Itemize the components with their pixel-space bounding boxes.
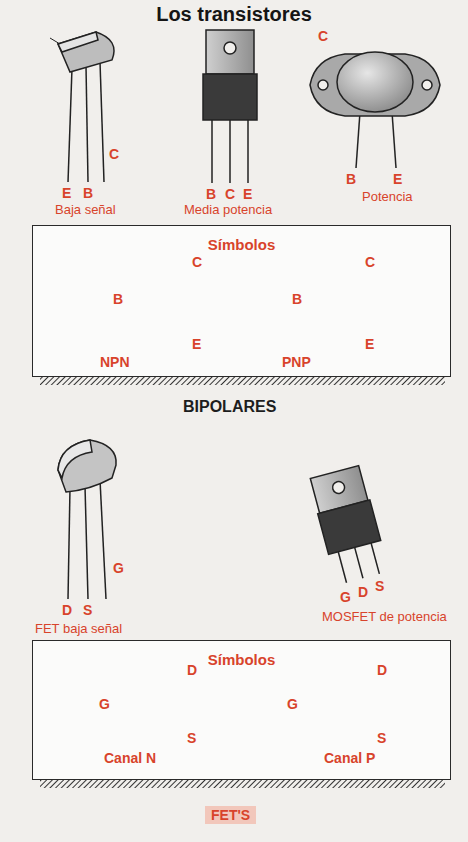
pin-label: G <box>287 696 298 712</box>
to92-transistor <box>50 32 114 182</box>
pin-label: D <box>358 584 368 600</box>
pin-label: E <box>192 336 201 352</box>
mosfet-to220 <box>308 465 389 585</box>
type-label: Canal P <box>324 750 375 766</box>
pin-label: G <box>99 696 110 712</box>
pin-label: E <box>365 336 374 352</box>
fet-to92 <box>58 440 116 599</box>
pin-label: B <box>113 291 123 307</box>
pin-label: C <box>318 28 328 44</box>
package-caption: MOSFET de potencia <box>322 610 447 625</box>
pin-label: S <box>83 602 92 618</box>
page-title: Los transistores <box>0 3 468 26</box>
type-label: Canal N <box>104 750 156 766</box>
pin-label: B <box>346 171 356 187</box>
type-label: NPN <box>100 354 130 370</box>
pin-label: B <box>83 185 93 201</box>
package-caption: Potencia <box>362 190 413 205</box>
pin-label: S <box>377 730 386 746</box>
package-caption: FET baja señal <box>35 622 122 637</box>
pin-label: C <box>225 186 235 202</box>
pin-label: E <box>243 186 252 202</box>
pin-label: C <box>365 254 375 270</box>
package-caption: Baja señal <box>55 203 116 218</box>
pin-label: D <box>377 662 387 678</box>
package-caption: Media potencia <box>184 203 272 218</box>
pin-label: D <box>62 602 72 618</box>
pin-label: C <box>192 254 202 270</box>
section-label: FET'S <box>205 806 256 824</box>
to220-transistor <box>203 30 257 183</box>
pin-label: E <box>393 171 402 187</box>
symbols-box: Símbolos <box>32 640 451 780</box>
pin-label: C <box>109 146 119 162</box>
box-heading: Símbolos <box>33 236 450 253</box>
pin-label: G <box>340 589 351 605</box>
pin-label: G <box>113 560 124 576</box>
type-label: PNP <box>282 354 311 370</box>
box-heading: Símbolos <box>33 651 450 668</box>
pin-label: S <box>375 578 384 594</box>
pin-label: B <box>206 186 216 202</box>
to3-transistor <box>310 52 440 168</box>
pin-label: E <box>62 185 71 201</box>
symbols-box: Símbolos <box>32 225 451 377</box>
pin-label: D <box>187 662 197 678</box>
pin-label: B <box>292 291 302 307</box>
section-label: BIPOLARES <box>183 398 276 416</box>
pin-label: S <box>187 730 196 746</box>
